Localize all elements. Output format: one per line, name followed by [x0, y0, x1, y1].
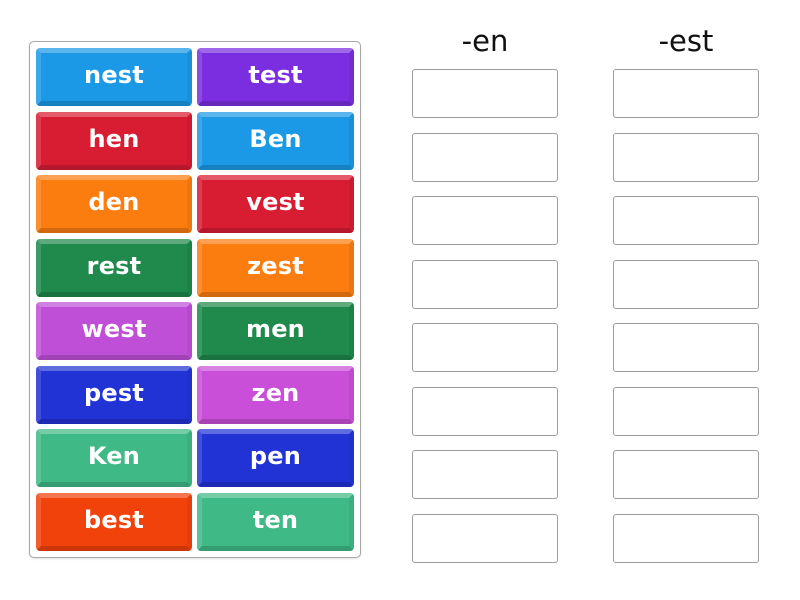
- word-tile-label: men: [246, 315, 305, 343]
- word-tile-label: Ben: [249, 125, 302, 153]
- drop-slot-est-1[interactable]: [613, 69, 759, 118]
- word-tile-men[interactable]: men: [197, 302, 354, 360]
- word-tile-best[interactable]: best: [36, 493, 192, 551]
- word-tile-nest[interactable]: nest: [36, 48, 192, 106]
- word-tile-label: ten: [252, 506, 299, 534]
- drop-slot-est-6[interactable]: [613, 387, 759, 436]
- word-tile-label: rest: [86, 252, 142, 280]
- drop-slot-en-3[interactable]: [412, 196, 558, 245]
- drop-slot-est-4[interactable]: [613, 260, 759, 309]
- word-tile-label: zen: [251, 379, 300, 407]
- word-tile-label: west: [81, 315, 147, 343]
- drop-slot-en-8[interactable]: [412, 514, 558, 563]
- word-tile-pest[interactable]: pest: [36, 366, 192, 424]
- word-tile-pen[interactable]: pen: [197, 429, 354, 487]
- drop-slot-en-5[interactable]: [412, 323, 558, 372]
- drop-slot-est-2[interactable]: [613, 133, 759, 182]
- word-tile-hen[interactable]: hen: [36, 112, 192, 170]
- word-tile-label: Ken: [87, 442, 141, 470]
- group-heading-est: -est: [658, 24, 714, 58]
- drop-slot-en-4[interactable]: [412, 260, 558, 309]
- drop-slot-est-3[interactable]: [613, 196, 759, 245]
- word-tile-zest[interactable]: zest: [197, 239, 354, 297]
- word-tile-label: pen: [249, 442, 302, 470]
- drop-slot-en-2[interactable]: [412, 133, 558, 182]
- word-tile-label: pest: [83, 379, 144, 407]
- word-tile-rest[interactable]: rest: [36, 239, 192, 297]
- word-tile-den[interactable]: den: [36, 175, 192, 233]
- drop-slot-en-1[interactable]: [412, 69, 558, 118]
- word-tile-label: zest: [247, 252, 304, 280]
- drop-slot-en-7[interactable]: [412, 450, 558, 499]
- word-tile-vest[interactable]: vest: [197, 175, 354, 233]
- word-tile-label: den: [88, 188, 140, 216]
- drop-slot-est-7[interactable]: [613, 450, 759, 499]
- word-tile-test[interactable]: test: [197, 48, 354, 106]
- word-tile-label: hen: [88, 125, 140, 153]
- word-tile-west[interactable]: west: [36, 302, 192, 360]
- word-tile-label: test: [248, 61, 303, 89]
- word-tile-zen[interactable]: zen: [197, 366, 354, 424]
- drop-slot-est-5[interactable]: [613, 323, 759, 372]
- word-tile-label: best: [83, 506, 144, 534]
- group-heading-en: -en: [461, 24, 509, 58]
- word-tile-ben[interactable]: Ben: [197, 112, 354, 170]
- drop-slot-en-6[interactable]: [412, 387, 558, 436]
- word-tile-ken[interactable]: Ken: [36, 429, 192, 487]
- word-tile-label: vest: [246, 188, 305, 216]
- word-tile-label: nest: [84, 61, 144, 89]
- word-tile-ten[interactable]: ten: [197, 493, 354, 551]
- drop-slot-est-8[interactable]: [613, 514, 759, 563]
